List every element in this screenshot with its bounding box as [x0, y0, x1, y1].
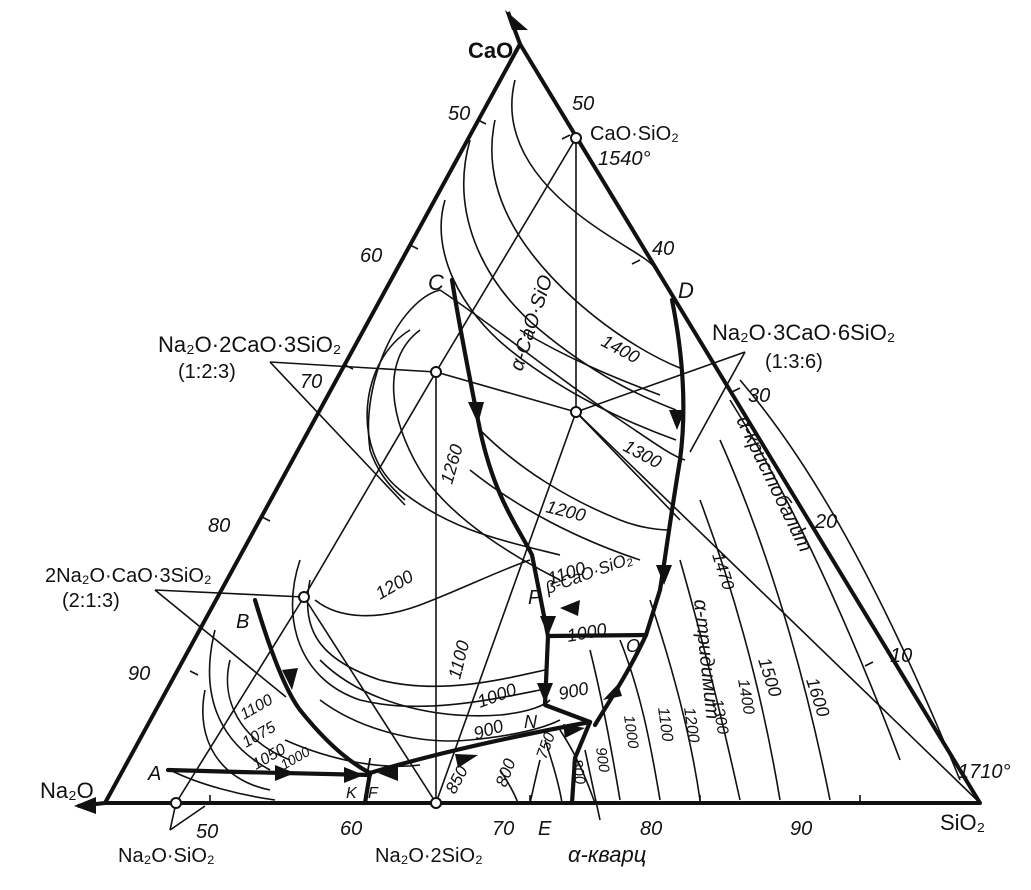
phase-cristobalite: α-кристобалит — [732, 413, 817, 556]
label-n2c1s3: 2Na₂O·CaO·3SiO₂ — [45, 565, 212, 587]
label-n1c2s3-ratio: (1:2:3) — [178, 361, 236, 383]
scale-cao-side: 50 50 40 30 20 10 — [448, 93, 912, 667]
isotherm-labels: 1400 1300 1260 1200 1200 1100 1100 1000 … — [238, 331, 834, 797]
label-na2o-2sio2: Na₂O·2SiO₂ — [375, 845, 483, 867]
iso-1100d: 1100 — [654, 706, 676, 743]
leader-lines — [154, 351, 746, 831]
scale-cao-50b: 50 — [572, 93, 594, 115]
triangle-outline — [103, 42, 982, 805]
isotherm-lines — [169, 79, 961, 804]
iso-1200a: 1200 — [544, 496, 588, 525]
point-cao-sio2 — [570, 132, 582, 144]
vertex-label-cao: CaO — [468, 38, 513, 63]
side-ticks — [189, 119, 874, 803]
point-letter-e: E — [538, 818, 552, 840]
tie-lines — [175, 137, 981, 804]
scale-left-80: 80 — [208, 515, 230, 537]
vertex-temp-sio2: 1710° — [958, 761, 1011, 783]
iso-800b: 800 — [568, 758, 588, 786]
iso-1200c: 1200 — [680, 706, 702, 744]
scale-cao-50a: 50 — [448, 103, 470, 125]
scale-cao-40: 40 — [652, 238, 674, 260]
iso-1400b: 1400 — [734, 678, 757, 716]
label-cao-sio2: CaO·SiO₂ — [590, 123, 679, 145]
point-letter-f: F — [368, 785, 379, 802]
vertex-label-sio2: SiO₂ — [940, 810, 985, 835]
scale-cao-30: 30 — [748, 385, 770, 407]
vertex-label-na2o: Na₂O — [40, 778, 94, 803]
scale-cao-20: 20 — [814, 511, 837, 533]
scale-bottom-90: 90 — [790, 818, 812, 840]
iso-900a: 900 — [557, 678, 591, 704]
iso-1000d: 1000 — [620, 714, 642, 750]
label-n1c3s6-ratio: (1:3:6) — [765, 351, 823, 373]
iso-1300: 1300 — [620, 436, 665, 472]
point-letter-o: O — [626, 636, 640, 656]
na2o-arrowhead — [74, 797, 96, 814]
scale-bottom-side: 50 60 70 80 90 — [196, 818, 812, 843]
phase-alpha-cs: α-CaO·SiO — [506, 272, 558, 373]
point-n2c1s3 — [298, 591, 310, 603]
point-letter-b: B — [236, 611, 249, 633]
point-letter-k: K — [346, 785, 358, 802]
iso-1100b: 1100 — [444, 639, 473, 681]
scale-bottom-80: 80 — [640, 818, 662, 840]
boundary-arrows — [275, 402, 685, 783]
iso-1300b: 1300 — [708, 698, 731, 736]
scale-left-90: 90 — [128, 663, 150, 685]
iso-1470: 1470 — [708, 550, 738, 592]
scale-left-70: 70 — [300, 371, 322, 393]
scale-left-side: 50 60 70 80 90 — [128, 245, 382, 685]
point-na2o-2sio2 — [430, 797, 442, 809]
label-na2o-sio2: Na₂O·SiO₂ — [118, 845, 215, 867]
scale-bottom-50: 50 — [196, 821, 218, 843]
label-n2c1s3-ratio: (2:1:3) — [62, 590, 120, 612]
point-letter-a: A — [147, 763, 161, 785]
point-letter-n: N — [524, 712, 538, 732]
point-n1c2s3 — [430, 366, 442, 378]
iso-750: 750 — [534, 730, 559, 761]
point-letter-p: P — [528, 587, 542, 609]
cao-arrowhead — [505, 10, 528, 30]
point-letter-l: L — [366, 755, 377, 777]
point-na2o-sio2 — [170, 797, 182, 809]
iso-800: 800 — [492, 756, 520, 790]
iso-1000b: 1000 — [475, 679, 519, 711]
scale-bottom-60: 60 — [340, 818, 362, 840]
scale-cao-10: 10 — [890, 645, 912, 667]
iso-1200b: 1200 — [372, 566, 417, 603]
iso-1260: 1260 — [437, 442, 467, 486]
label-n1c3s6: Na₂O·3CaO·6SiO₂ — [712, 320, 895, 345]
iso-850: 850 — [442, 762, 472, 796]
scale-left-60: 60 — [360, 245, 382, 267]
point-letter-c: C — [428, 270, 444, 295]
iso-1000a: 1000 — [565, 619, 608, 646]
iso-900c: 900 — [592, 746, 612, 774]
point-letter-d: D — [678, 278, 694, 303]
label-n1c2s3: Na₂O·2CaO·3SiO₂ — [158, 332, 341, 357]
label-cao-sio2-temp: 1540° — [598, 148, 651, 170]
phase-quartz: α-кварц — [568, 842, 646, 867]
point-n1c3s6 — [570, 406, 582, 418]
boundary-curves — [165, 277, 686, 806]
scale-bottom-70: 70 — [492, 818, 514, 840]
